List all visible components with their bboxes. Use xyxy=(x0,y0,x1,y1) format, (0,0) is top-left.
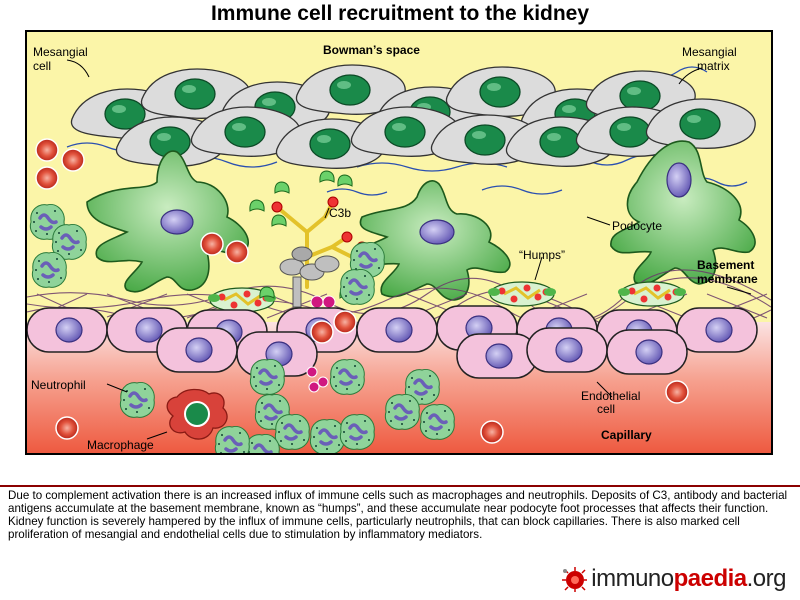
logo-text-org: .org xyxy=(746,565,787,592)
platelets xyxy=(306,366,329,393)
red-blood-cell xyxy=(35,166,59,190)
label-capillary: Capillary xyxy=(601,428,652,442)
neutrophils xyxy=(29,203,455,453)
mesangial-cells xyxy=(70,64,756,169)
neutrophil xyxy=(339,413,375,450)
endothelial-cell xyxy=(676,307,758,353)
red-blood-cell xyxy=(310,320,334,344)
neutrophil xyxy=(249,358,285,395)
red-blood-cell xyxy=(333,310,357,334)
red-blood-cell xyxy=(665,380,689,404)
c3b-fragment xyxy=(249,199,265,212)
endothelial-cell xyxy=(27,307,108,353)
neutrophil xyxy=(309,418,345,453)
page-title: Immune cell recruitment to the kidney xyxy=(210,2,590,25)
logo-text-immuno: immuno xyxy=(591,565,674,592)
c3b-fragment xyxy=(319,170,335,183)
neutrophil xyxy=(245,433,280,453)
podocyte-middle xyxy=(356,180,511,301)
complement-antibody-complex xyxy=(271,196,368,321)
red-blood-cell xyxy=(200,232,224,256)
endothelial-cell xyxy=(356,307,438,353)
mesangial-cell xyxy=(445,66,556,117)
diagram-panel: Mesangial cell Bowman’s space Mesangial … xyxy=(25,30,773,455)
endothelial-cell xyxy=(156,327,238,373)
neutrophil xyxy=(214,425,250,453)
neutrophil xyxy=(349,241,385,278)
mesangial-cell xyxy=(295,64,406,115)
label-mesangial-matrix-line2: matrix xyxy=(697,59,730,73)
mesangial-cell xyxy=(645,98,756,149)
label-basement-membrane-line2: membrane xyxy=(697,272,758,286)
c3b-fragment xyxy=(271,214,287,227)
neutrophil xyxy=(384,393,420,430)
red-blood-cell xyxy=(61,148,85,172)
neutrophil xyxy=(419,403,455,440)
c3b-fragment xyxy=(274,181,290,194)
neutrophil xyxy=(51,223,87,260)
hump xyxy=(488,281,556,307)
label-mesangial-cell-line2: cell xyxy=(33,59,51,73)
c3b-fragment xyxy=(259,286,275,299)
red-blood-cell xyxy=(55,416,79,440)
macrophage xyxy=(166,388,228,440)
caption-text: Due to complement activation there is an… xyxy=(8,489,788,541)
label-c3b: C3b xyxy=(329,206,351,220)
label-mesangial-cell-line1: Mesangial xyxy=(33,45,88,59)
neutrophil xyxy=(329,358,365,395)
label-neutrophil: Neutrophil xyxy=(31,378,86,392)
logo-text-paedia: paedia xyxy=(673,565,748,592)
c3b-fragment xyxy=(337,174,353,187)
label-pointers xyxy=(66,59,752,440)
neutrophil xyxy=(404,368,440,405)
label-basement-membrane-line1: Basement xyxy=(697,258,754,272)
endothelial-cell xyxy=(606,329,688,375)
endothelial-cell xyxy=(456,333,538,379)
label-podocyte: Podocyte xyxy=(612,219,662,233)
red-blood-cells xyxy=(35,138,689,444)
neutrophil xyxy=(31,251,67,288)
mesangial-cell xyxy=(190,106,301,157)
label-endothelial-cell-line1: Endothelial xyxy=(581,389,640,403)
neutrophil xyxy=(274,413,310,450)
label-macrophage: Macrophage xyxy=(87,438,154,452)
label-mesangial-matrix-line1: Mesangial xyxy=(682,45,737,59)
mesangial-cell xyxy=(505,116,616,167)
podocyte-right xyxy=(610,140,756,285)
hump xyxy=(618,281,686,307)
label-endothelial-cell-line2: cell xyxy=(597,402,615,416)
logo-mark-icon xyxy=(562,567,588,592)
neutrophil xyxy=(119,381,155,418)
endothelial-cell xyxy=(526,327,608,373)
caption-divider xyxy=(0,485,800,487)
red-blood-cell xyxy=(35,138,59,162)
podocyte-left xyxy=(86,150,249,293)
red-blood-cell xyxy=(480,420,504,444)
label-bowmans-space: Bowman’s space xyxy=(323,43,420,57)
red-blood-cell xyxy=(225,240,249,264)
neutrophil xyxy=(339,268,375,305)
label-humps: “Humps” xyxy=(519,248,565,262)
